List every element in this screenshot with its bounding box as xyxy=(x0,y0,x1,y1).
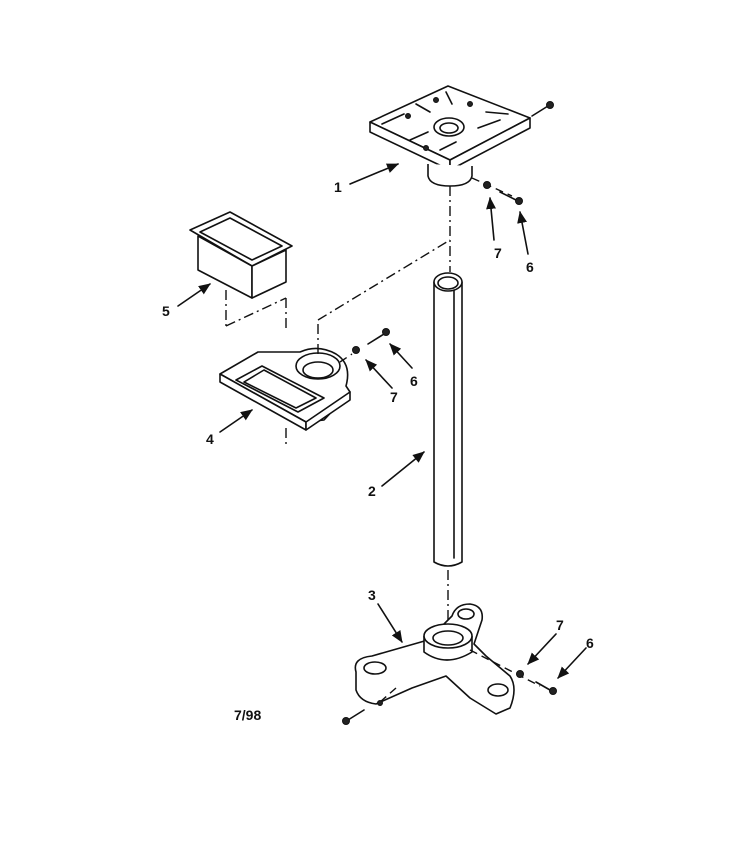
washer-base xyxy=(516,670,524,678)
arrow-7-base xyxy=(527,633,557,665)
callout-2: 2 xyxy=(368,483,376,499)
callout-5: 5 xyxy=(162,303,170,319)
arrow-5 xyxy=(177,283,211,307)
arrow-7-top xyxy=(486,197,497,241)
callout-6-top: 6 xyxy=(526,259,534,275)
table-bracket-part xyxy=(369,85,554,205)
callout-3: 3 xyxy=(368,587,376,603)
date-code: 7/98 xyxy=(234,707,261,723)
screw-top-right xyxy=(531,101,554,117)
arrow-4 xyxy=(219,409,253,433)
callout-6-mid: 6 xyxy=(410,373,418,389)
arrow-3 xyxy=(377,603,403,643)
washer-mid xyxy=(352,346,360,354)
column-part xyxy=(433,272,463,567)
screw-mid xyxy=(367,328,390,345)
arrow-7-mid xyxy=(365,359,393,389)
arrow-6-base xyxy=(557,647,587,679)
callout-1: 1 xyxy=(334,179,342,195)
screw-base xyxy=(535,681,557,695)
callout-4: 4 xyxy=(206,431,214,447)
arrow-2 xyxy=(381,451,425,487)
callout-7-base: 7 xyxy=(556,617,564,633)
arrow-1 xyxy=(349,163,399,185)
arrow-6-top xyxy=(517,211,529,255)
screw-top xyxy=(499,191,523,205)
screw-base-left xyxy=(342,687,397,725)
washer-top xyxy=(483,181,491,189)
callout-7-mid: 7 xyxy=(390,389,398,405)
callout-6-base: 6 xyxy=(586,635,594,651)
tray-bracket-part xyxy=(219,347,351,431)
tray-part xyxy=(189,211,293,299)
callout-7-top: 7 xyxy=(494,245,502,261)
base-part xyxy=(354,603,515,715)
arrow-6-mid xyxy=(389,343,413,369)
